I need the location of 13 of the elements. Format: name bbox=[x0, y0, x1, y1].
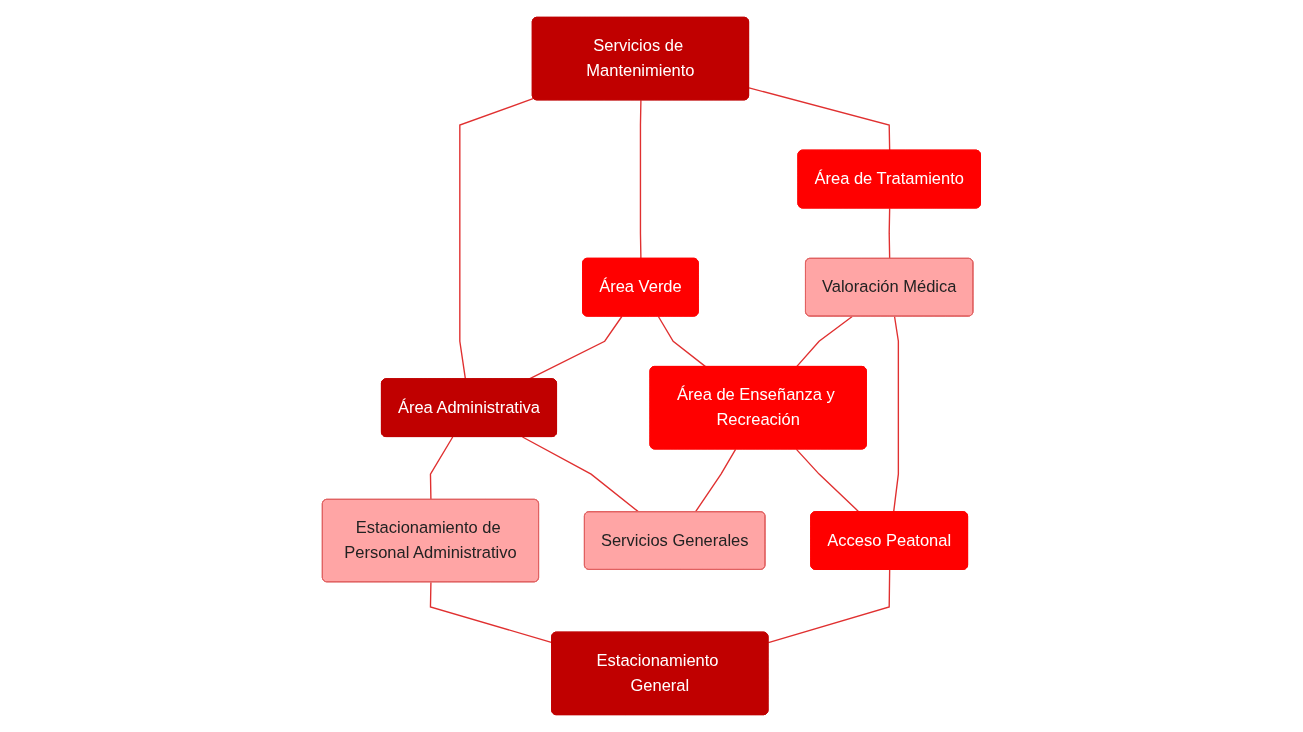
connector bbox=[767, 569, 891, 644]
connector bbox=[888, 207, 891, 260]
connector bbox=[795, 448, 860, 513]
connector bbox=[893, 315, 900, 513]
connector bbox=[639, 99, 642, 260]
connector bbox=[429, 581, 553, 644]
connector bbox=[521, 436, 640, 513]
connector bbox=[748, 87, 891, 152]
connector bbox=[694, 448, 737, 513]
connector bbox=[795, 315, 854, 368]
connector bbox=[657, 315, 707, 368]
connector bbox=[459, 97, 535, 380]
connector bbox=[429, 436, 454, 501]
